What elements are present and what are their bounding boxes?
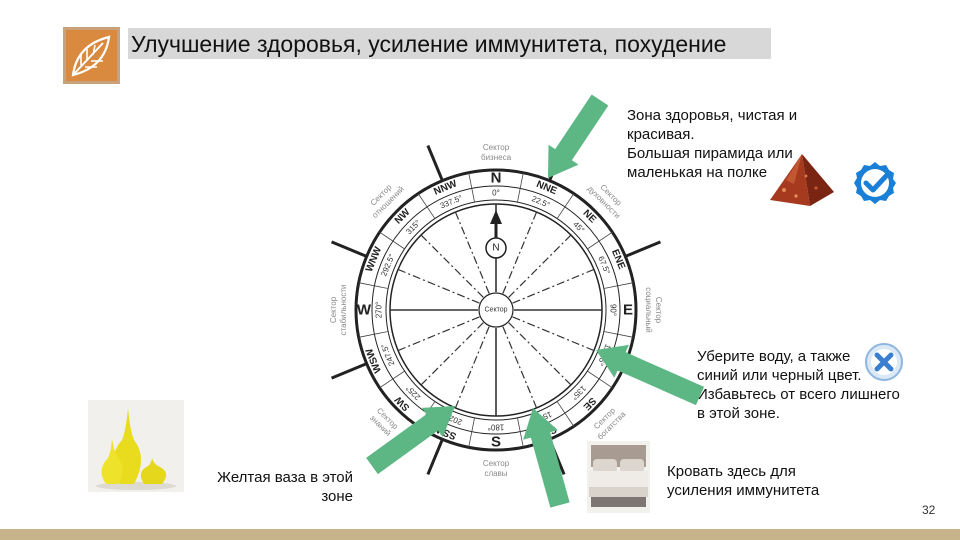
- callout-line: Большая пирамида или: [627, 145, 793, 162]
- degree-label: 22.5°: [530, 194, 551, 210]
- degree-label: 315°: [404, 218, 422, 236]
- ring-tick: [379, 231, 405, 250]
- direction-spoke: [454, 326, 490, 409]
- vase-callout: Желтая ваза в этой зоне: [195, 468, 353, 506]
- direction-spoke: [512, 316, 595, 352]
- ring-tick: [603, 331, 634, 338]
- vases-image: [88, 400, 184, 492]
- degree-label: 67.5°: [596, 255, 612, 276]
- degree-label: 157.5°: [528, 409, 553, 426]
- degree-label: 337.5°: [439, 193, 464, 210]
- degree-label: 112.5°: [596, 343, 613, 367]
- pyramid-image: [770, 154, 834, 206]
- callout-line: Избавьтесь от всего лишнего: [697, 386, 900, 403]
- page-title: Улучшение здоровья, усиление иммунитета,…: [131, 31, 727, 57]
- degree-label: 292.5°: [379, 253, 396, 278]
- callout-line: маленькая на полке: [627, 164, 768, 181]
- footer-band: [0, 529, 960, 540]
- sector-label: Секторстабильности: [329, 285, 348, 336]
- degree-label: 0°: [492, 189, 500, 198]
- check-icon: [854, 162, 896, 204]
- degree-label: 247.5°: [379, 342, 396, 367]
- direction-ring: [371, 185, 621, 435]
- direction-spoke: [502, 326, 538, 409]
- callout-line: зоне: [321, 488, 353, 505]
- sector-divider: [330, 362, 368, 380]
- callout-line: красивая.: [627, 126, 695, 143]
- ring-tick: [468, 172, 475, 203]
- callout-line: Уберите воду, а также: [697, 348, 851, 365]
- direction-spoke: [420, 234, 484, 298]
- ring-tick: [587, 231, 613, 250]
- degree-label: 202.5°: [439, 409, 464, 426]
- ring-tick: [468, 417, 475, 448]
- direction-spoke: [502, 211, 538, 294]
- degree-label: 180°: [488, 423, 505, 432]
- degree-label: 90°: [609, 304, 618, 316]
- ring-tick: [556, 193, 575, 219]
- sector-divider: [624, 362, 662, 380]
- sector-divider: [548, 438, 566, 476]
- ring-tick: [556, 401, 575, 427]
- leaf-logo-icon: [63, 27, 120, 84]
- direction-label: E: [623, 302, 633, 319]
- ring-tick: [379, 370, 405, 389]
- health-zone-callout: Зона здоровья, чистая и красивая. Больша…: [627, 106, 867, 182]
- ring-tick: [587, 370, 613, 389]
- callout-line: в этой зоне.: [697, 405, 780, 422]
- direction-spoke: [512, 268, 595, 304]
- north-arrowhead: [490, 210, 502, 224]
- degree-ring: [385, 199, 607, 421]
- ring-tick: [417, 401, 436, 427]
- center-circle: [478, 292, 514, 328]
- direction-spoke: [508, 234, 572, 298]
- sector-divider: [330, 240, 368, 258]
- title-band: [128, 28, 771, 59]
- ring-tick: [603, 282, 634, 289]
- direction-label: N: [491, 170, 502, 187]
- degree-label: 225°: [404, 384, 422, 402]
- ring-tick: [517, 417, 524, 448]
- bed-image: [587, 441, 650, 513]
- direction-spoke: [397, 268, 480, 304]
- ring-tick: [358, 282, 389, 289]
- sector-divider: [426, 438, 444, 476]
- sector-divider: [624, 240, 662, 258]
- page-number: 32: [922, 503, 936, 517]
- north-label: N: [492, 243, 499, 254]
- callout-line: Зона здоровья, чистая и: [627, 107, 798, 124]
- direction-label: S: [491, 434, 501, 451]
- ring-tick: [517, 172, 524, 203]
- center-label: Сектор: [484, 307, 507, 314]
- degree-label: 135°: [570, 384, 588, 402]
- degree-label: 270°: [375, 302, 384, 319]
- bed-callout: Кровать здесь для усиления иммунитета: [667, 462, 847, 500]
- callout-line: Желтая ваза в этой: [217, 469, 353, 486]
- callout-line: Кровать здесь для: [667, 463, 796, 480]
- ring-tick: [417, 193, 436, 219]
- direction-spoke: [508, 322, 572, 386]
- direction-spoke: [420, 322, 484, 386]
- cross-icon: [865, 343, 903, 381]
- sector-divider: [426, 144, 444, 182]
- direction-spoke: [397, 316, 480, 352]
- direction-label: W: [357, 302, 372, 319]
- ring-tick: [358, 331, 389, 338]
- water-callout: Уберите воду, а также синий или черный ц…: [697, 347, 917, 423]
- sector-label: Секторсоциальный: [644, 287, 663, 333]
- sector-label: Секторзнаний: [368, 406, 400, 438]
- sector-divider: [548, 144, 566, 182]
- outer-ring: [354, 168, 638, 452]
- callout-line: усиления иммунитета: [667, 482, 820, 499]
- direction-spoke: [454, 211, 490, 294]
- callout-line: синий или черный цвет.: [697, 367, 862, 384]
